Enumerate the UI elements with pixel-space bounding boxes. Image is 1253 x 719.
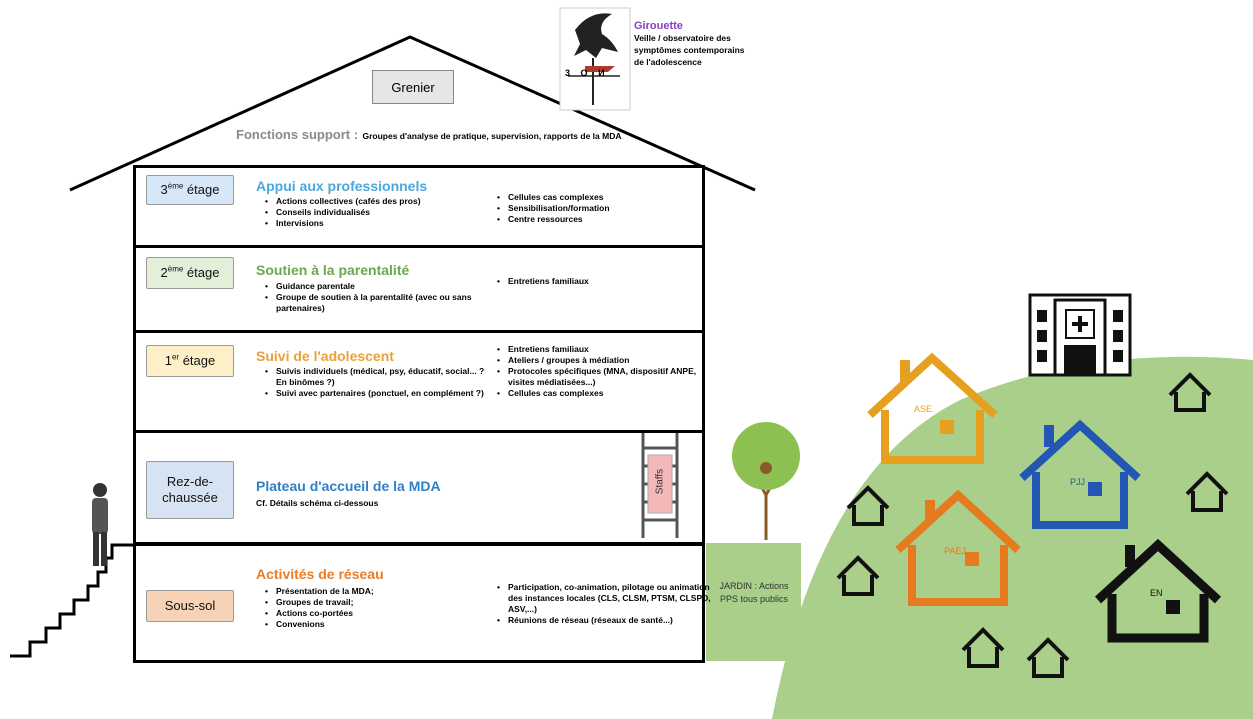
floor-3-label-rest: étage [183, 182, 220, 197]
ladder-label: Staffs [654, 468, 666, 495]
basement-title: Activités de réseau [256, 566, 384, 582]
house-paej-label: PAEJ [944, 546, 966, 556]
floor-2-left-list: Guidance parentale Groupe de soutien à l… [262, 281, 486, 314]
attic-label: Grenier [391, 79, 435, 95]
ladder-highlight [647, 454, 673, 514]
list-item: Cellules cas complexes [497, 192, 708, 203]
attic-label-box: Grenier [372, 70, 454, 104]
floor-2-right-list: Entretiens familiaux [494, 276, 708, 287]
garden-text: JARDIN : Actions PPS tous publics [719, 581, 789, 604]
weathervane-title: Girouette [634, 20, 683, 32]
hospital-icon [1028, 293, 1132, 377]
ground-floor-text: Cf. Détails schéma ci-dessous [256, 498, 379, 508]
list-item: Cellules cas complexes [497, 388, 713, 399]
list-item: Groupes de travail; [265, 597, 481, 608]
floor-2-label-main: 2 [160, 265, 168, 280]
house-ase-icon [867, 352, 998, 464]
garden-panel [706, 543, 801, 661]
weathervane-caption: Girouette Veille / observatoire des symp… [634, 20, 754, 68]
list-item: Suivi avec partenaires (ponctuel, en com… [265, 388, 486, 399]
basement-label-main: Sous-sol [164, 598, 216, 613]
compass-letter-3: И [598, 68, 605, 78]
floor-1-title: Suivi de l'adolescent [256, 348, 394, 364]
floor-1-label-sup: er [171, 352, 180, 362]
house-pjj-icon [1019, 419, 1141, 529]
list-item: Suivis individuels (médical, psy, éducat… [265, 366, 486, 388]
floor-3-label: 3ème étage [146, 175, 234, 205]
support-functions: Fonctions support : Groupes d'analyse de… [236, 128, 626, 143]
floor-1-label-main: 1 [164, 353, 172, 368]
floor-3-label-sup: ème [167, 181, 184, 191]
house-pjj-label: PJJ [1070, 477, 1086, 487]
ground-floor-label-main: Rez-de-chaussée [162, 474, 218, 505]
stairs [10, 543, 133, 658]
green-hill [772, 356, 1253, 719]
list-item: Entretiens familiaux [497, 276, 708, 287]
list-item: Conseils individualisés [265, 207, 486, 218]
list-item: Intervisions [265, 218, 486, 229]
floor-1-label-rest: étage [179, 353, 216, 368]
basement-left-list: Présentation de la MDA; Groupes de trava… [262, 586, 481, 630]
house-en-icon [1094, 538, 1222, 643]
roof [69, 35, 756, 192]
support-title: Fonctions support : [236, 127, 359, 142]
list-item: Protocoles spécifiques (MNA, dispositif … [497, 366, 713, 388]
basement-label: Sous-sol [146, 590, 234, 622]
house-paej-icon [895, 489, 1021, 606]
floor-2-label-rest: étage [183, 265, 220, 280]
list-item: Participation, co-animation, pilotage ou… [497, 582, 713, 615]
list-item: Sensibilisation/formation [497, 203, 708, 214]
house-ase-label: ASE [914, 404, 933, 414]
floor-3-label-main: 3 [160, 182, 168, 197]
floor-2-title: Soutien à la parentalité [256, 262, 410, 278]
ground-floor-title: Plateau d'accueil de la MDA [256, 478, 441, 494]
floor-3-left-list: Actions collectives (cafés des pros) Con… [262, 196, 486, 229]
list-item: Entretiens familiaux [497, 344, 713, 355]
list-item: Guidance parentale [265, 281, 486, 292]
list-item: Convenions [265, 619, 481, 630]
compass-letters: 3 O И [565, 68, 625, 78]
list-item: Ateliers / groupes à médiation [497, 355, 713, 366]
support-text: Groupes d'analyse de pratique, supervisi… [362, 131, 622, 141]
floor-1-left-list: Suivis individuels (médical, psy, éducat… [262, 366, 486, 399]
weathervane-text: Veille / observatoire des symptômes cont… [634, 33, 745, 67]
list-item: Présentation de la MDA; [265, 586, 481, 597]
ground-floor-label: Rez-de-chaussée [146, 461, 234, 519]
basement-right-list: Participation, co-animation, pilotage ou… [494, 582, 713, 626]
eagle-weathervane-icon [559, 7, 631, 111]
floor-3-title: Appui aux professionnels [256, 178, 428, 194]
list-item: Actions co-portées [265, 608, 481, 619]
small-house-icon [836, 372, 1229, 678]
floor-1-label: 1er étage [146, 345, 234, 377]
list-item: Groupe de soutien à la parentalité (avec… [265, 292, 486, 314]
floor-3-right-list: Cellules cas complexes Sensibilisation/f… [494, 192, 708, 225]
compass-letter-1: 3 [565, 68, 571, 78]
floor-1-right-list: Entretiens familiaux Ateliers / groupes … [494, 344, 713, 399]
list-item: Réunions de réseau (réseaux de santé...) [497, 615, 713, 626]
tree-icon [732, 422, 800, 540]
floor-2-label-sup: ème [167, 264, 184, 274]
person-icon [92, 483, 108, 566]
compass-letter-2: O [580, 68, 588, 78]
floor-2-label: 2ème étage [146, 257, 234, 289]
list-item: Actions collectives (cafés des pros) [265, 196, 486, 207]
list-item: Centre ressources [497, 214, 708, 225]
house-en-label: EN [1150, 588, 1163, 598]
